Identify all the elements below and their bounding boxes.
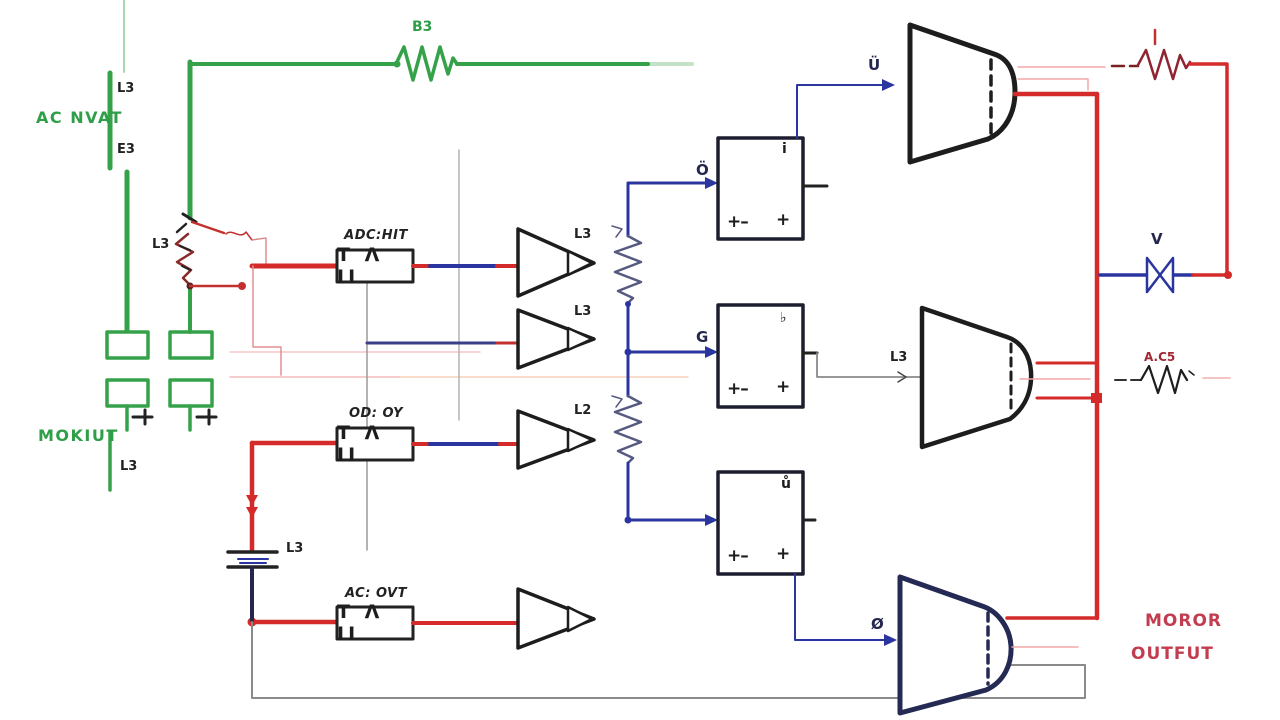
mon-out-label: MOKIUT — [38, 426, 119, 445]
signal-box-text: T Λ II — [337, 244, 384, 288]
ground-return-wire — [251, 621, 1086, 699]
amp-label: L3 — [574, 227, 592, 242]
signal-box-text: T Λ II — [337, 422, 384, 466]
signal-box-outlines — [335, 248, 415, 641]
amp-label: L3 — [574, 304, 592, 319]
top-resistor — [394, 45, 459, 82]
top-resistor-value: B3 — [412, 19, 433, 35]
driver-corner-mark: ♭ — [780, 310, 787, 326]
signal-box-title: AC: OVT — [345, 586, 407, 601]
horn-input-label: Ü — [868, 56, 881, 74]
horn-bottom — [897, 574, 1014, 716]
horn-transducers — [897, 22, 1034, 716]
fuse-block — [168, 330, 214, 360]
motor-output-label-1: MOROR — [1145, 611, 1223, 631]
signal-box-title: OD: OY — [348, 406, 404, 421]
driver-neg-mark: +– — [727, 379, 749, 399]
polarity-marks — [131, 408, 218, 426]
faint-reference-lines — [229, 351, 689, 378]
ac-top-value: L3 — [117, 81, 135, 96]
amp-label: L2 — [574, 403, 592, 418]
driver-corner-mark: ů — [781, 476, 791, 492]
box-amp-wires — [365, 264, 520, 625]
driver-input-label: Ö — [696, 161, 709, 179]
driver-horn-links — [794, 79, 921, 646]
switch-value: L3 — [152, 237, 170, 252]
driver-input-label: G — [696, 328, 709, 346]
horn-top — [907, 22, 1018, 165]
ac-bottom-value: E3 — [117, 142, 135, 157]
driver-neg-mark: +– — [727, 212, 749, 232]
driver-box-outlines — [716, 136, 829, 576]
power-switch — [174, 212, 267, 290]
lamp-symbol — [1098, 256, 1232, 294]
driver-pos-mark: + — [776, 544, 790, 564]
sense-resistor — [1114, 364, 1231, 395]
battery — [226, 550, 279, 622]
ac-power-section — [105, 0, 694, 492]
horn-middle — [919, 305, 1034, 450]
driver-pos-mark: + — [776, 210, 790, 230]
horn-input-label: Ø — [871, 615, 884, 633]
horn-output-wires — [1005, 64, 1140, 648]
fuse-block — [105, 378, 150, 408]
horn-input-label: L3 — [890, 350, 908, 365]
feedback-resistor-loop — [1136, 28, 1229, 276]
fuse-block — [168, 378, 214, 408]
signal-box-title: ADC:HIT — [344, 228, 408, 243]
divider-network — [611, 177, 718, 526]
amplifier-symbols — [516, 227, 596, 650]
mon-out-value: L3 — [120, 459, 138, 474]
driver-neg-mark: +– — [727, 546, 749, 566]
fuse-block — [105, 330, 150, 360]
ac-input-label: AC NVAT — [36, 108, 123, 127]
sense-resistor-value: A.C5 — [1144, 350, 1176, 364]
reference-droppers — [366, 149, 460, 551]
motor-output-label-2: OUTFUT — [1131, 644, 1214, 664]
driver-pos-mark: + — [776, 377, 790, 397]
signal-box-text: T Λ II — [337, 601, 384, 645]
driver-corner-mark: i — [782, 141, 787, 157]
battery-value: L3 — [286, 541, 304, 556]
dc-supply-rails — [246, 263, 340, 627]
lamp-value: V — [1151, 230, 1163, 248]
